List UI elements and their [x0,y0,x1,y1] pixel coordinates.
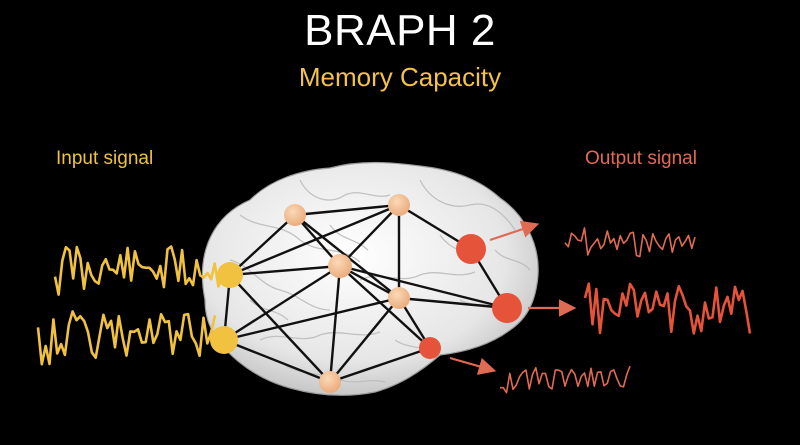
edge [294,203,400,217]
edge [339,265,431,349]
arrow-top [489,220,540,242]
edge [229,264,341,277]
node-peach [284,204,306,226]
node-output [456,234,486,264]
edge [329,346,431,384]
output-signal-wave-middle [583,282,752,335]
node-input [217,262,243,288]
output-signal-wave-bottom [500,365,631,394]
node-output [419,337,441,359]
arrow-bottom [449,356,497,375]
edge [229,203,400,277]
node-output [492,293,522,323]
output-signal-label: Output signal [585,148,697,169]
edge [398,296,508,310]
signals [36,227,752,394]
node-peach [388,287,410,309]
input-signal-wave-bottom [36,310,217,366]
node-peach [388,194,410,216]
node-input [210,326,238,354]
edge [339,204,400,267]
input-signal-label: Input signal [56,148,154,169]
node-peach [319,371,341,393]
edge [328,265,342,383]
edge [229,274,331,383]
page-subtitle: Memory Capacity [298,62,502,92]
edge [329,297,400,383]
output-signal-wave-top [564,227,696,258]
output-arrows [449,220,577,375]
edge [223,296,400,342]
edge [223,338,331,384]
edge [229,214,296,276]
node-peach [328,254,352,278]
edge [223,264,341,342]
network-nodes [210,194,522,393]
page-title: BRAPH 2 [304,6,496,55]
input-signal-wave-top [53,245,224,296]
